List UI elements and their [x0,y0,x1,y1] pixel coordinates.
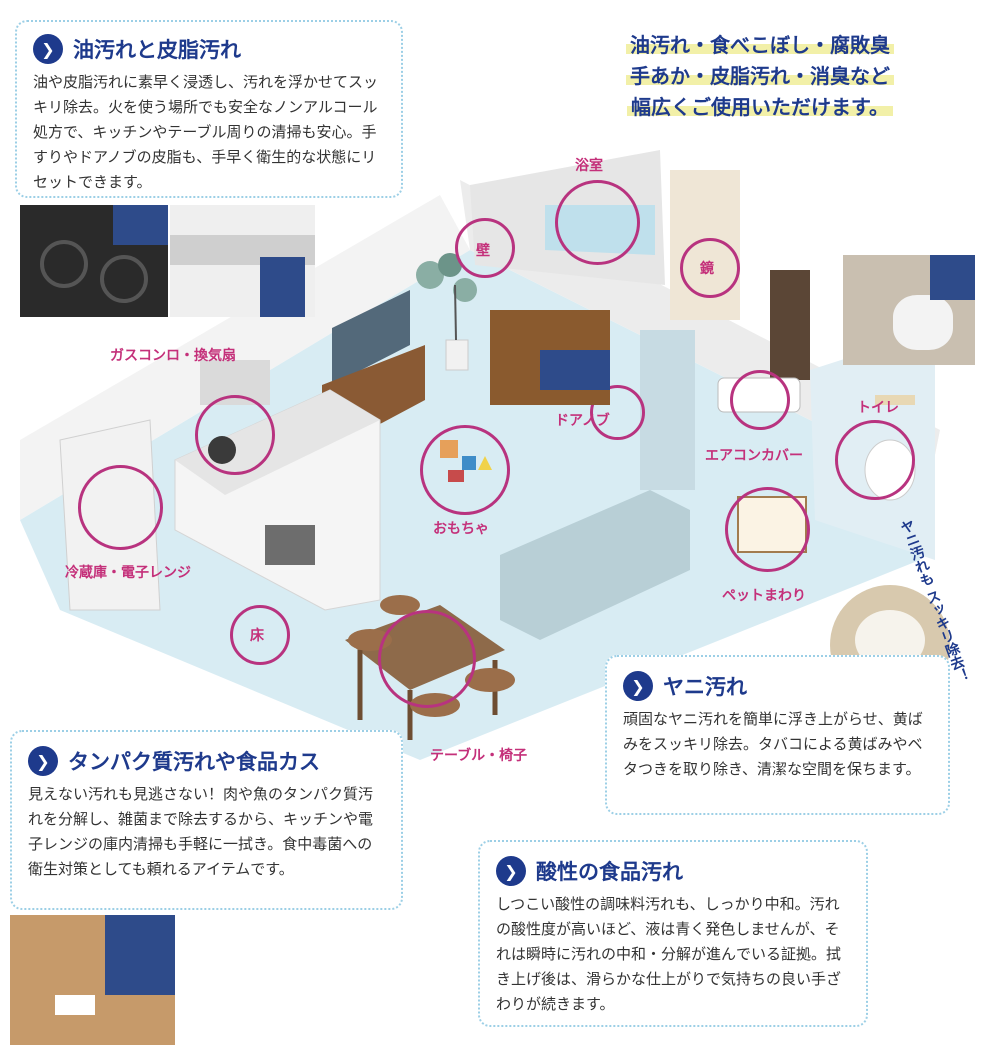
label-doorknob: ドアノブ [555,413,610,429]
toilet-shelf [875,395,915,405]
ring-bath [555,180,640,265]
ring-stove [195,395,275,475]
tv-screen [332,290,410,385]
label-wall: 壁 [476,243,490,259]
tagline-line-3: 幅広くご使用いただけます。 [627,95,893,119]
photo-table-cleaning [10,915,175,1045]
ring-floor [230,605,290,665]
box-protein-body: 見えない汚れも見逃さない！肉や魚のタンパク質汚れを分解し、雑菌まで除去するから、… [28,785,374,878]
box-oil-title: 油汚れと皮脂汚れ [73,38,241,62]
ring-mirror [680,238,740,298]
ring-toilet [835,420,915,500]
sofa [500,490,690,640]
oven [265,525,315,565]
chevron-right-icon: ❯ [33,34,63,64]
label-stove: ガスコンロ・換気扇 [110,348,236,364]
chevron-right-icon: ❯ [496,856,526,886]
box-nicotine: ❯ ヤニ汚れ 頑固なヤニ汚れを簡単に浮き上がらせ、黄ばみをスッキリ除去。タバコに… [605,655,950,815]
box-protein: ❯ タンパク質汚れや食品カス 見えない汚れも見逃さない！肉や魚のタンパク質汚れを… [10,730,403,910]
label-bath: 浴室 [575,158,603,174]
ring-toys [420,425,510,515]
label-toilet: トイレ [857,400,899,416]
ring-pet [725,487,810,572]
photo-stove-cleaning [20,205,168,317]
label-table: テーブル・椅子 [430,748,528,764]
plant-pot [445,339,469,371]
box-nicotine-body: 頑固なヤニ汚れを簡単に浮き上がらせ、黄ばみをスッキリ除去。タバコによる黄ばみやベ… [623,710,923,778]
box-protein-title: タンパク質汚れや食品カス [68,750,320,774]
box-acid: ❯ 酸性の食品汚れ しつこい酸性の調味料汚れも、しっかり中和。汚れの酸性度が高い… [478,840,868,1027]
label-fridge: 冷蔵庫・電子レンジ [65,565,191,581]
box-acid-body: しつこい酸性の調味料汚れも、しっかり中和。汚れの酸性度が高いほど、液は青く発色し… [496,895,842,1013]
label-pet: ペットまわり [722,588,806,604]
label-toys: おもちゃ [433,521,489,537]
ring-doorknob [590,385,645,440]
ring-table [378,610,476,708]
tagline-line-2: 手あか・皮脂汚れ・消臭など [626,64,894,88]
door-glass [640,330,695,490]
box-oil-body: 油や皮脂汚れに素早く浸透し、汚れを浮かせてスッキリ除去。火を使う場所でも安全なノ… [33,73,379,191]
label-floor: 床 [250,628,264,644]
brown-door [770,270,810,380]
ring-wall [455,218,515,278]
tagline-line-1: 油汚れ・食べこぼし・腐敗臭 [626,33,894,57]
ring-aircon [730,370,790,430]
box-nicotine-title: ヤニ汚れ [663,675,747,699]
box-acid-title: 酸性の食品汚れ [536,860,683,884]
label-aircon: エアコンカバー [705,448,803,464]
label-mirror: 鏡 [700,261,714,277]
chevron-right-icon: ❯ [623,671,653,701]
tagline: 油汚れ・食べこぼし・腐敗臭 手あか・皮脂汚れ・消臭など 幅広くご使用いただけます… [600,30,920,123]
photo-doorknob [490,310,610,405]
ring-fridge [78,465,163,550]
chevron-right-icon: ❯ [28,746,58,776]
box-oil: ❯ 油汚れと皮脂汚れ 油や皮脂汚れに素早く浸透し、汚れを浮かせてスッキリ除去。火… [15,20,403,198]
photo-hood-cleaning [170,205,315,317]
photo-toilet-cleaning [843,255,975,365]
